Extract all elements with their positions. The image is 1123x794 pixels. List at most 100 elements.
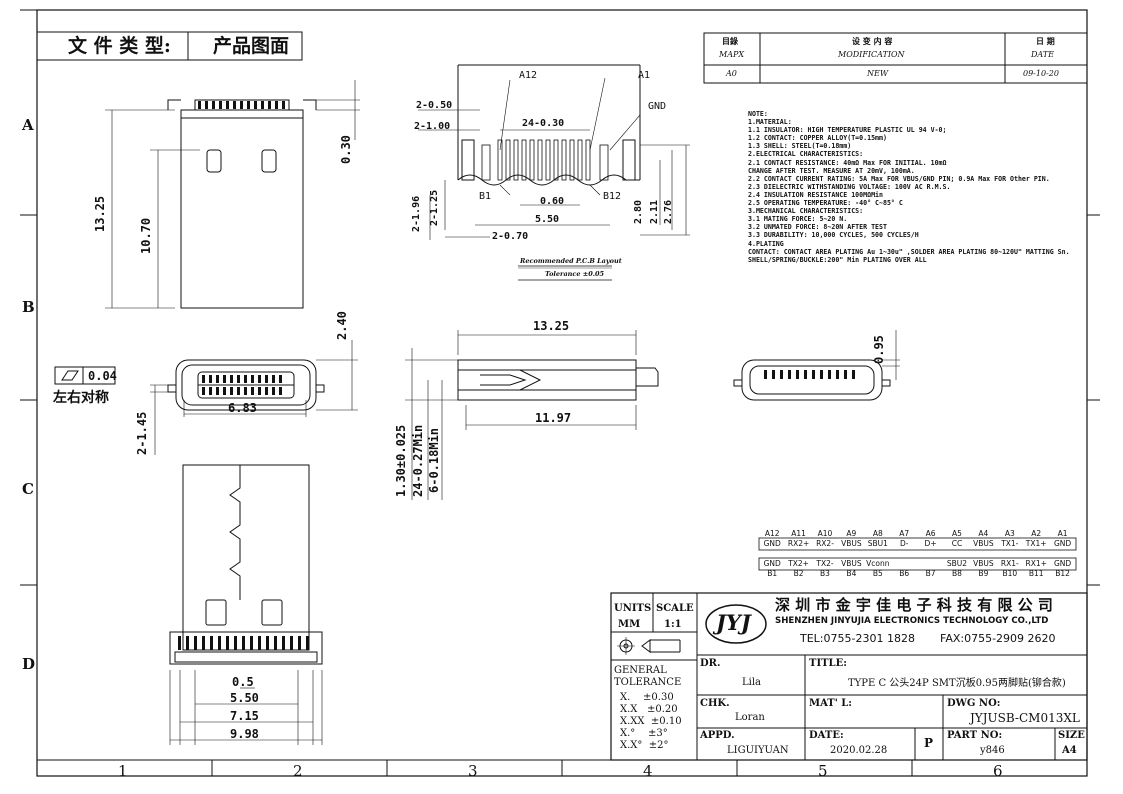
pin-bot-labels-8: B9 <box>978 569 989 578</box>
pcb-d550: 5.50 <box>535 214 560 225</box>
company-logo: JYJ <box>716 610 751 635</box>
rev-col3-cn: 日 期 <box>1036 36 1055 46</box>
pin-bot-sig-9: RX1- <box>1000 559 1019 568</box>
pin-top-labels-7: A5 <box>952 529 962 538</box>
grid-row-b: B <box>22 298 35 316</box>
pin-bot-sig-11: GND <box>1053 559 1072 568</box>
symmetric-note: 左右对称 <box>53 390 109 406</box>
pin-top-sig-5: D- <box>899 539 909 548</box>
units-value: MM <box>618 619 641 630</box>
dim-top-1325: 13.25 <box>93 195 107 232</box>
units-label: UNITS <box>614 603 652 614</box>
pin-bot-labels-6: B7 <box>925 569 936 578</box>
grid-col-4: 4 <box>643 762 653 780</box>
pin-top-sig-0: GND <box>763 539 781 548</box>
pcb-d050: 2-0.50 <box>416 100 453 111</box>
pin-bot-labels-11: B12 <box>1055 569 1070 578</box>
size-value: A4 <box>1062 745 1077 756</box>
notes-block: NOTE:1.MATERIAL: 1.1 INSULATOR: HIGH TEM… <box>748 110 1070 264</box>
dwg-label: DWG NO: <box>947 698 1001 709</box>
grid-col-3: 3 <box>468 762 478 780</box>
grid-col-5: 5 <box>818 762 828 780</box>
title-label: TITLE: <box>809 658 847 669</box>
file-type-label: 文 件 类 型: <box>68 35 171 57</box>
pin-bot-labels-3: B4 <box>846 569 857 578</box>
dim-side-1197: 11.97 <box>535 411 572 425</box>
pin-bot-labels-2: B3 <box>820 569 830 578</box>
pcb-a1: A1 <box>638 70 651 81</box>
pin-top-labels-6: A6 <box>925 529 936 538</box>
pin-top-sig-6: D+ <box>924 539 937 548</box>
pin-bot-sig-10: RX1+ <box>1025 559 1047 568</box>
dr-label: DR. <box>700 658 721 669</box>
pin-bot-sig-7: SBU2 <box>946 559 968 568</box>
dim-bot-05: 0.5 <box>232 675 254 689</box>
grid-col-6: 6 <box>993 762 1003 780</box>
dim-front-145: 2-1.45 <box>135 411 149 455</box>
pin-bot-labels-0: B1 <box>767 569 778 578</box>
dim-bot-550: 5.50 <box>230 691 259 705</box>
pin-top-sig-9: TX1- <box>1001 539 1019 548</box>
pin-top-sig-10: TX1+ <box>1025 539 1047 548</box>
rev-row-mod: NEW <box>867 69 889 78</box>
chk-value: Loran <box>735 712 765 723</box>
grid-col-2: 2 <box>293 762 303 780</box>
pin-bot-sig-8: VBUS <box>973 559 994 568</box>
rev-col2-en: MODIFICATION <box>838 50 905 59</box>
pin-top-labels-2: A10 <box>817 529 833 538</box>
appd-label: APPD. <box>700 730 735 741</box>
material-label: MAT' L: <box>809 698 852 709</box>
pin-bot-labels-1: B2 <box>793 569 804 578</box>
pcb-d211: 2.11 <box>649 199 660 224</box>
rev-row-rev: A0 <box>726 69 737 78</box>
pin-bot-sig-4: Vconn <box>866 559 890 568</box>
pcb-b1: B1 <box>479 191 492 202</box>
general-tolerance: GENERAL TOLERANCE <box>614 665 682 688</box>
pin-top-sig-11: GND <box>1053 539 1072 548</box>
pcb-d196: 2-1.96 <box>411 195 422 232</box>
dr-value: Lila <box>742 677 761 688</box>
pcb-gnd: GND <box>648 101 667 112</box>
pin-top-labels-4: A8 <box>872 529 883 538</box>
pin-top-labels-11: A1 <box>1057 529 1068 538</box>
size-label: SIZE <box>1058 730 1085 741</box>
pin-top-labels-1: A11 <box>791 529 806 538</box>
tol-row-3: X.XX ±0.10 <box>620 716 682 727</box>
company-tel: TEL:0755-2301 1828 <box>800 632 915 645</box>
dim-side-1325: 13.25 <box>533 319 570 333</box>
pin-top-sig-1: RX2+ <box>787 539 810 548</box>
pin-top-sig-4: SBU1 <box>867 539 888 548</box>
title-value: TYPE C 公头24P SMT沉板0.95两脚贴(铆合款) <box>848 678 1066 689</box>
pin-top-labels-3: A9 <box>846 529 857 538</box>
pcb-d100: 2-1.00 <box>414 121 451 132</box>
appd-value: LIGUIYUAN <box>727 745 789 756</box>
pcb-a12: A12 <box>519 70 538 81</box>
pin-bot-sig-3: VBUS <box>841 559 862 568</box>
pin-bot-labels-7: B8 <box>952 569 962 578</box>
dim-top-1070: 10.70 <box>139 217 153 254</box>
pin-top-sig-7: CC <box>951 539 963 548</box>
flatness-value: 0.04 <box>88 369 117 383</box>
dim-top-030: 0.30 <box>339 135 353 164</box>
date-value: 2020.02.28 <box>830 745 888 756</box>
pcb-d070: 2-0.70 <box>492 231 529 242</box>
rev-col1-en: MAPX <box>719 50 745 59</box>
chk-label: CHK. <box>700 698 730 709</box>
date-label: DATE: <box>809 730 844 741</box>
pin-top-labels-5: A7 <box>899 529 910 538</box>
pcb-d125: 2-1.25 <box>429 189 440 226</box>
grid-row-a: A <box>22 116 34 134</box>
company-name-cn: 深 圳 市 金 宇 佳 电 子 科 技 有 限 公 司 <box>775 596 1053 614</box>
pcb-d060: 0.60 <box>540 196 565 207</box>
pin-top-labels-9: A3 <box>1004 529 1015 538</box>
scale-label: SCALE <box>656 603 694 614</box>
pin-top-sig-2: RX2- <box>816 539 834 548</box>
dim-side-6: 6-0.18Min <box>427 427 441 493</box>
part-value: y846 <box>980 745 1005 756</box>
grid-row-d: D <box>22 655 36 673</box>
rev-col3-en: DATE <box>1031 50 1054 59</box>
p-marker: P <box>924 736 934 750</box>
pin-top-labels-0: A12 <box>764 529 780 538</box>
grid-row-c: C <box>22 480 34 498</box>
